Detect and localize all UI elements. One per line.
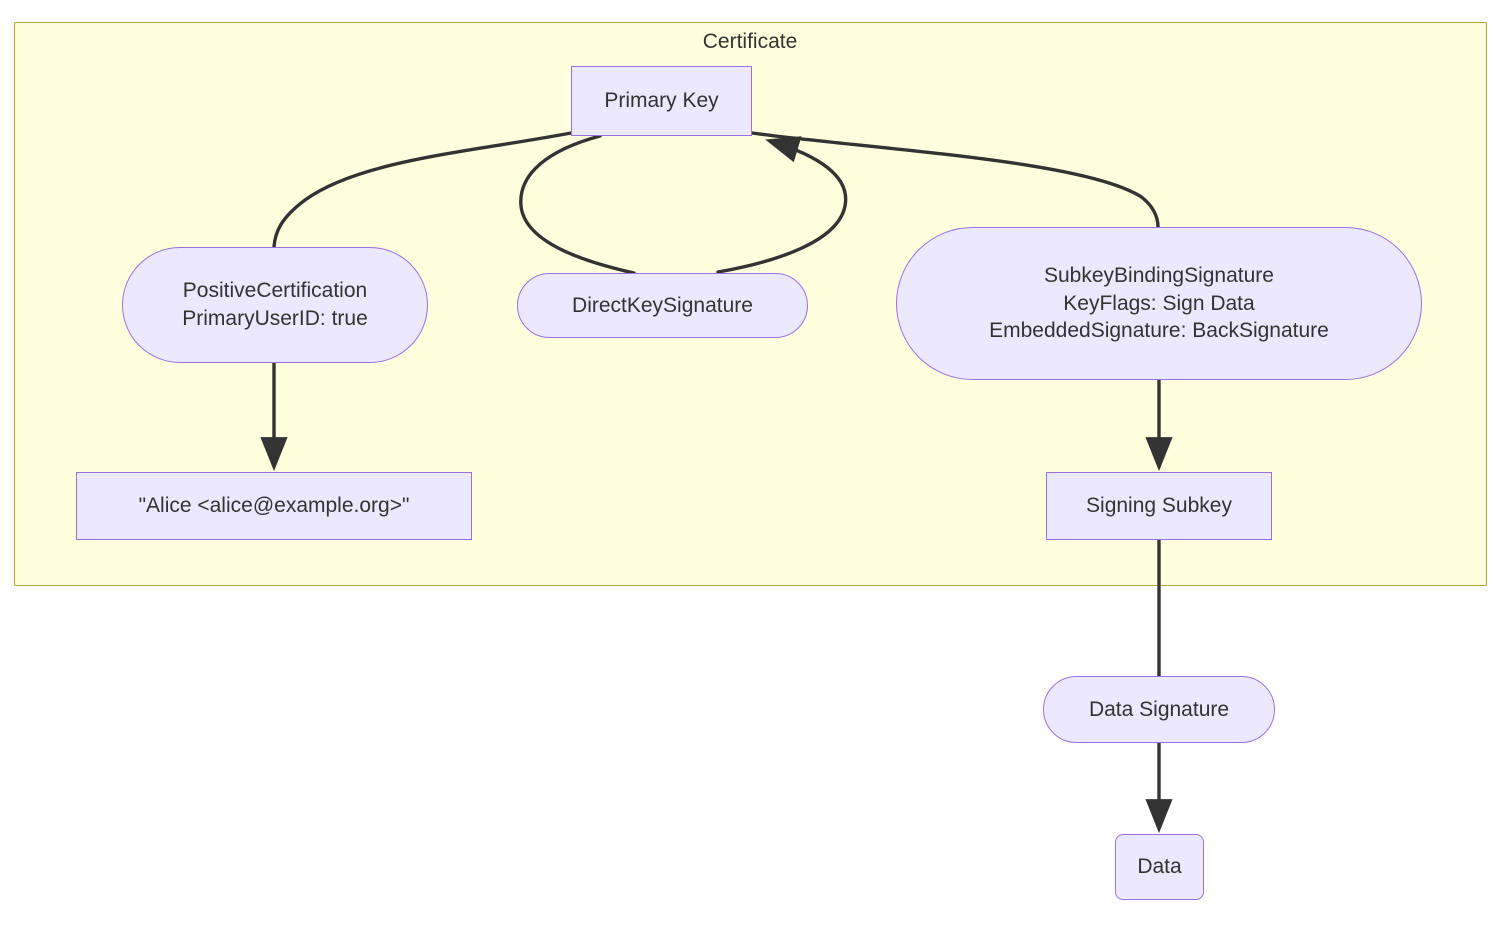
node-subkey-binding-signature[interactable]: SubkeyBindingSignature KeyFlags: Sign Da…	[896, 227, 1422, 380]
edge-primary-key-to-subkey-binding-signature	[750, 131, 1160, 229]
node-signing-subkey[interactable]: Signing Subkey	[1046, 472, 1272, 540]
edge-primary-key-to-positive-certification	[272, 131, 573, 249]
node-direct-key-signature[interactable]: DirectKeySignature	[517, 273, 808, 338]
edge-primary-key-to-direct-key-signature	[519, 134, 636, 275]
edge-direct-key-signature-to-primary-key	[716, 136, 848, 274]
node-data-signature[interactable]: Data Signature	[1043, 676, 1275, 743]
node-positive-certification[interactable]: PositiveCertification PrimaryUserID: tru…	[122, 247, 428, 363]
subgraph-certificate-label: Certificate	[702, 30, 798, 53]
node-user-id[interactable]: "Alice <alice@example.org>"	[76, 472, 472, 540]
node-primary-key[interactable]: Primary Key	[571, 66, 752, 136]
node-data[interactable]: Data	[1115, 834, 1204, 900]
